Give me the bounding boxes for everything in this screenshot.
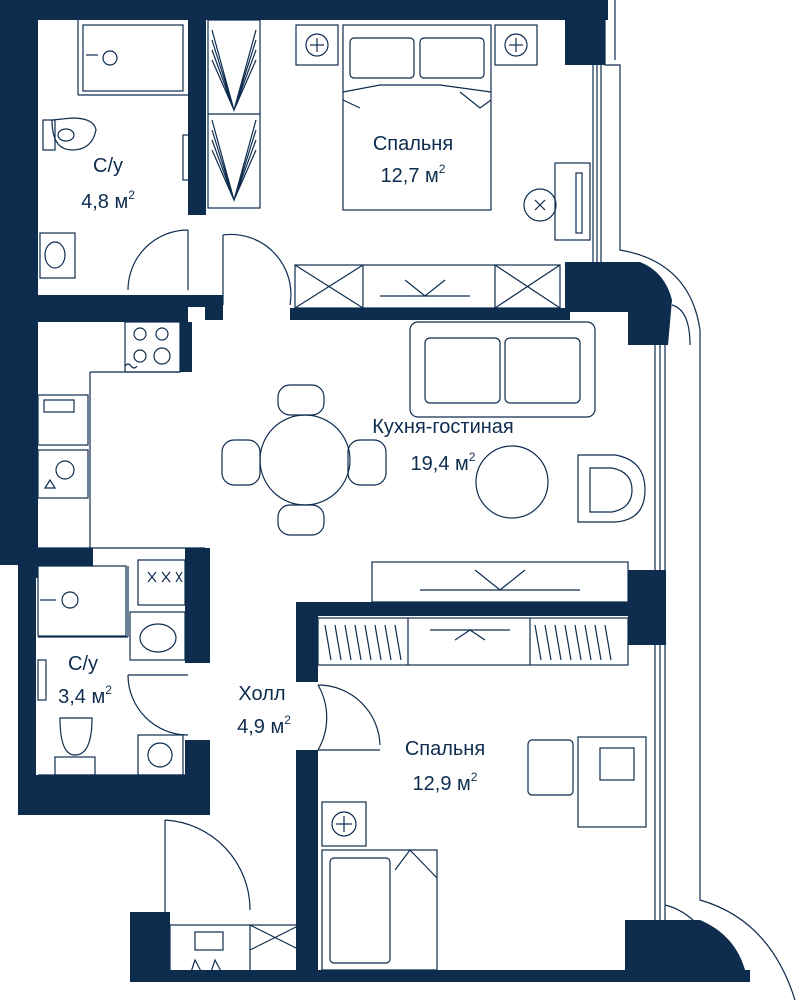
room-name-bathroom-2: С/у (68, 653, 98, 675)
doors (127, 229, 381, 912)
room-area-bathroom-1: 4,8 м2 (81, 188, 135, 213)
hall-furniture (169, 924, 301, 976)
room-name-hall: Холл (238, 683, 285, 705)
room-area-bedroom-2: 12,9 м2 (413, 770, 478, 795)
bedroom-1-furniture (207, 19, 591, 309)
room-area-hall: 4,9 м2 (237, 713, 291, 738)
room-area-kitchen-living: 19,4 м2 (411, 450, 476, 475)
facade-lines (592, 0, 796, 1000)
walls (0, 0, 750, 982)
room-area-bedroom-1: 12,7 м2 (381, 162, 446, 187)
partitions (38, 20, 205, 776)
room-labels: С/у 4,8 м2 Спальня 12,7 м2 Кухня-гостина… (58, 133, 514, 795)
room-area-bathroom-2: 3,4 м2 (58, 683, 112, 708)
bedroom-2-furniture (317, 617, 647, 971)
room-name-bathroom-1: С/у (93, 155, 123, 177)
room-name-kitchen-living: Кухня-гостиная (372, 416, 514, 438)
kitchen-living-furniture (37, 321, 646, 603)
bathroom-1-fixtures (39, 24, 192, 279)
bathroom-2-fixtures (37, 559, 186, 776)
room-name-bedroom-2: Спальня (405, 738, 485, 760)
room-name-bedroom-1: Спальня (373, 133, 453, 155)
